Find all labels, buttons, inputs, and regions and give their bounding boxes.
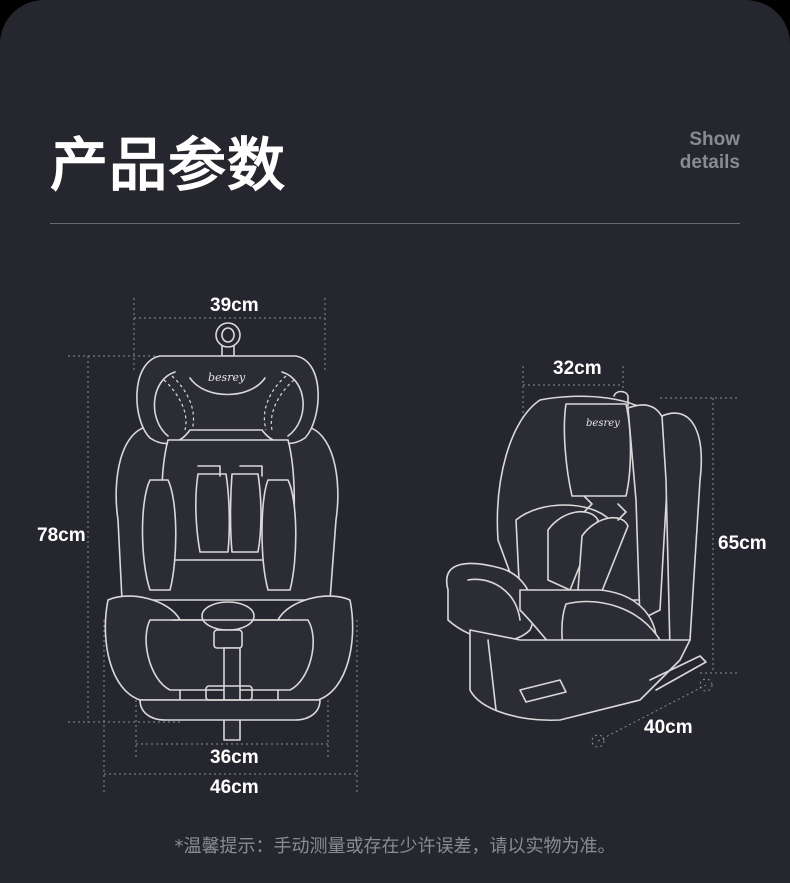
side-brand-logo: besrey [586, 418, 620, 429]
front-dimension-guides [68, 298, 358, 792]
side-dimension-guides [522, 366, 738, 748]
show-details-line-1: Show [689, 129, 740, 150]
side-depth-label: 40cm [644, 717, 693, 738]
measurement-disclaimer: *温馨提示：手动测量或存在少许误差，请以实物为准。 [174, 836, 616, 857]
front-inner-width-label: 36cm [210, 747, 259, 768]
front-height-label: 78cm [37, 525, 86, 546]
front-top-width-label: 39cm [210, 295, 259, 316]
side-top-width-label: 32cm [553, 358, 602, 379]
front-base-width-label: 46cm [210, 777, 259, 798]
show-details-line-2: details [679, 152, 740, 173]
front-view-seat: besrey [104, 322, 354, 741]
side-height-label: 65cm [718, 533, 767, 554]
front-brand-logo: besrey [208, 371, 246, 384]
side-view-seat: besrey [445, 390, 707, 722]
page-title: 产品参数 [50, 131, 287, 199]
header-divider [50, 223, 740, 224]
show-details-label: Show details [680, 128, 740, 174]
